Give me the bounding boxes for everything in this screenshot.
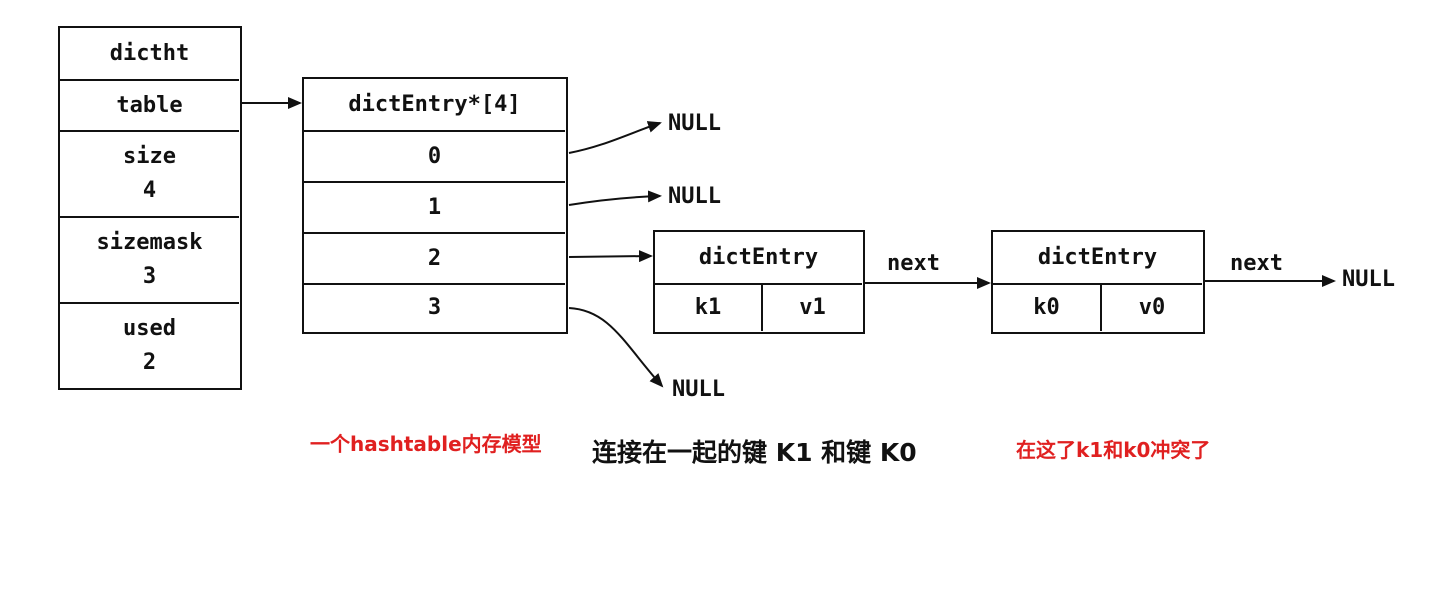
dictht-used-field: used 2 (60, 302, 239, 387)
arrow-slot3-null (568, 307, 664, 388)
sizemask-label: sizemask (96, 230, 203, 255)
entry-k1-key: k1 (655, 283, 761, 331)
used-label: used (123, 315, 176, 341)
arrow-slot1-null (568, 190, 662, 206)
entry-k1-title: dictEntry (698, 244, 819, 270)
next-label-k1: next (887, 251, 940, 276)
diagram-caption: 连接在一起的键 K1 和键 K0 (592, 438, 917, 467)
null-label-slot0: NULL (668, 111, 721, 136)
entry-k0-value: v0 (1100, 283, 1202, 331)
null-label-end: NULL (1342, 267, 1395, 292)
null-label-slot1: NULL (668, 184, 721, 209)
used-value: 2 (142, 349, 157, 375)
model-annotation: 一个hashtable内存模型 (310, 432, 542, 456)
bucket-slot-1: 1 (304, 181, 565, 232)
entry-k0-box: dictEntry k0 v0 (991, 230, 1205, 334)
dictht-table-field: table (60, 79, 239, 130)
arrow-slot0-null (568, 121, 662, 154)
dictht-box: dictht table size 4 sizemask 3 used 2 (58, 26, 242, 390)
bucket-array-title: dictEntry*[4] (348, 91, 521, 117)
bucket-slot-0: 0 (304, 130, 565, 181)
arrow-slot2-entry-k1 (568, 250, 653, 263)
next-label-k0: next (1230, 251, 1283, 276)
entry-k0-title: dictEntry (1037, 244, 1158, 270)
bucket-array-box: dictEntry*[4] 0 1 2 3 (302, 77, 568, 334)
bucket-slot-3: 3 (304, 283, 565, 331)
dictht-size-field: size 4 (60, 130, 239, 216)
entry-k1-box: dictEntry k1 v1 (653, 230, 865, 334)
sizemask-value: 3 (142, 264, 157, 289)
dictht-sizemask-field: sizemask 3 (60, 216, 239, 302)
null-label-slot3: NULL (672, 377, 725, 402)
dictht-title: dictht (109, 40, 190, 66)
conflict-annotation: 在这了k1和k0冲突了 (1016, 438, 1211, 462)
entry-k1-value: v1 (761, 283, 862, 331)
entry-k0-key: k0 (993, 283, 1100, 331)
size-value: 4 (142, 178, 157, 203)
bucket-slot-2: 2 (304, 232, 565, 283)
size-label: size (123, 144, 176, 169)
